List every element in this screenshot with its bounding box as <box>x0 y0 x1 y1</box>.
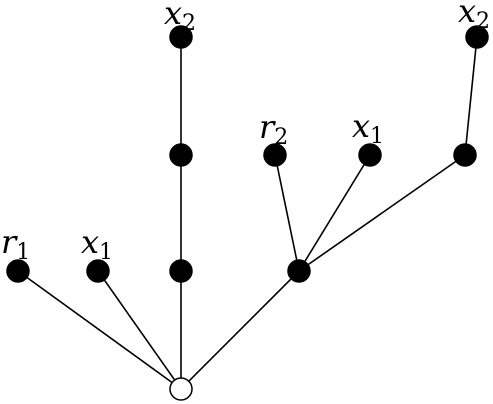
edge-right-node-x2 <box>464 36 478 156</box>
node-x1-left <box>86 259 110 283</box>
label-x1-left: x1 <box>81 223 113 265</box>
label-x2-top-right: x2 <box>458 0 490 34</box>
node-trunk-lower <box>169 259 193 283</box>
root-node <box>169 377 193 401</box>
node-x2-top-right <box>465 25 489 49</box>
label-x1-right: x1 <box>352 107 384 149</box>
edge-branch-right-node <box>298 154 466 272</box>
node-r1 <box>6 259 30 283</box>
edge-root-r1 <box>17 270 182 390</box>
node-x2-top-center <box>169 25 193 49</box>
node-x1-right <box>358 143 382 167</box>
label-x2-top-center: x2 <box>164 0 196 36</box>
edge-root-branch <box>180 270 300 390</box>
node-branch-internal <box>287 259 311 283</box>
label-r2: r2 <box>259 108 288 150</box>
node-right-internal <box>453 143 477 167</box>
label-r1: r1 <box>1 223 30 265</box>
edge-branch-r2 <box>274 154 300 272</box>
edge-root-x1-left <box>97 270 182 390</box>
edge-branch-x1-right <box>298 154 371 272</box>
node-r2 <box>263 143 287 167</box>
node-trunk-middle <box>169 143 193 167</box>
